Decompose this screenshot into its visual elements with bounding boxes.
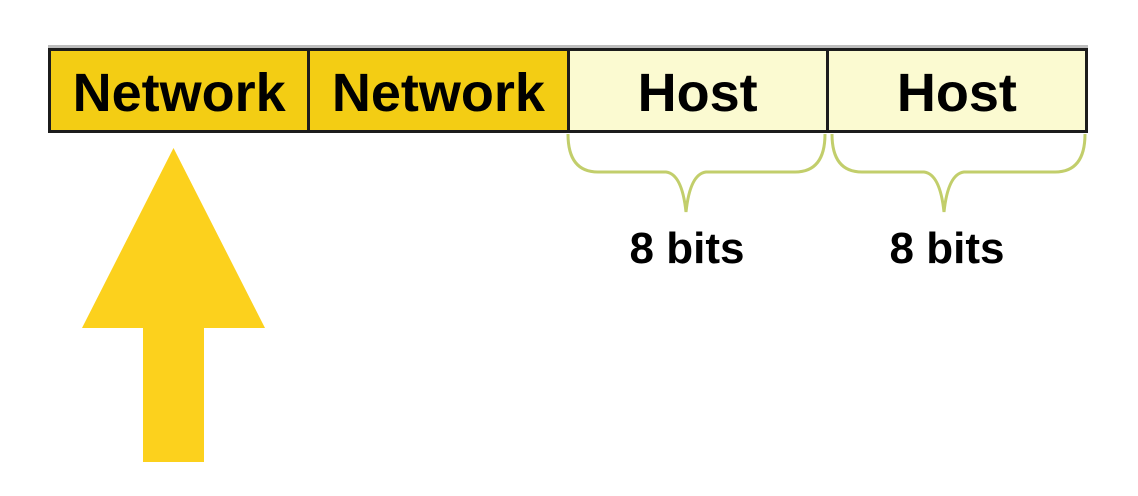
bits-label-2: 8 bits (889, 224, 1005, 273)
network-cell-label: Network (72, 62, 286, 123)
host-cell-2: Host (825, 51, 1085, 130)
curly-brace-down-icon (830, 133, 1087, 213)
bits-label-1: 8 bits (629, 224, 745, 273)
network-cell-2: Network (307, 51, 567, 130)
network-cell-label: Network (331, 62, 545, 123)
address-bar: Network Network Host Host (48, 48, 1088, 133)
curly-brace-down-icon (566, 133, 827, 213)
host-cell-label: Host (637, 62, 758, 123)
network-cell-1: Network (51, 51, 308, 130)
up-arrow-icon (82, 148, 265, 462)
host-cell-label: Host (896, 62, 1017, 123)
host-cell-1: Host (566, 51, 826, 130)
